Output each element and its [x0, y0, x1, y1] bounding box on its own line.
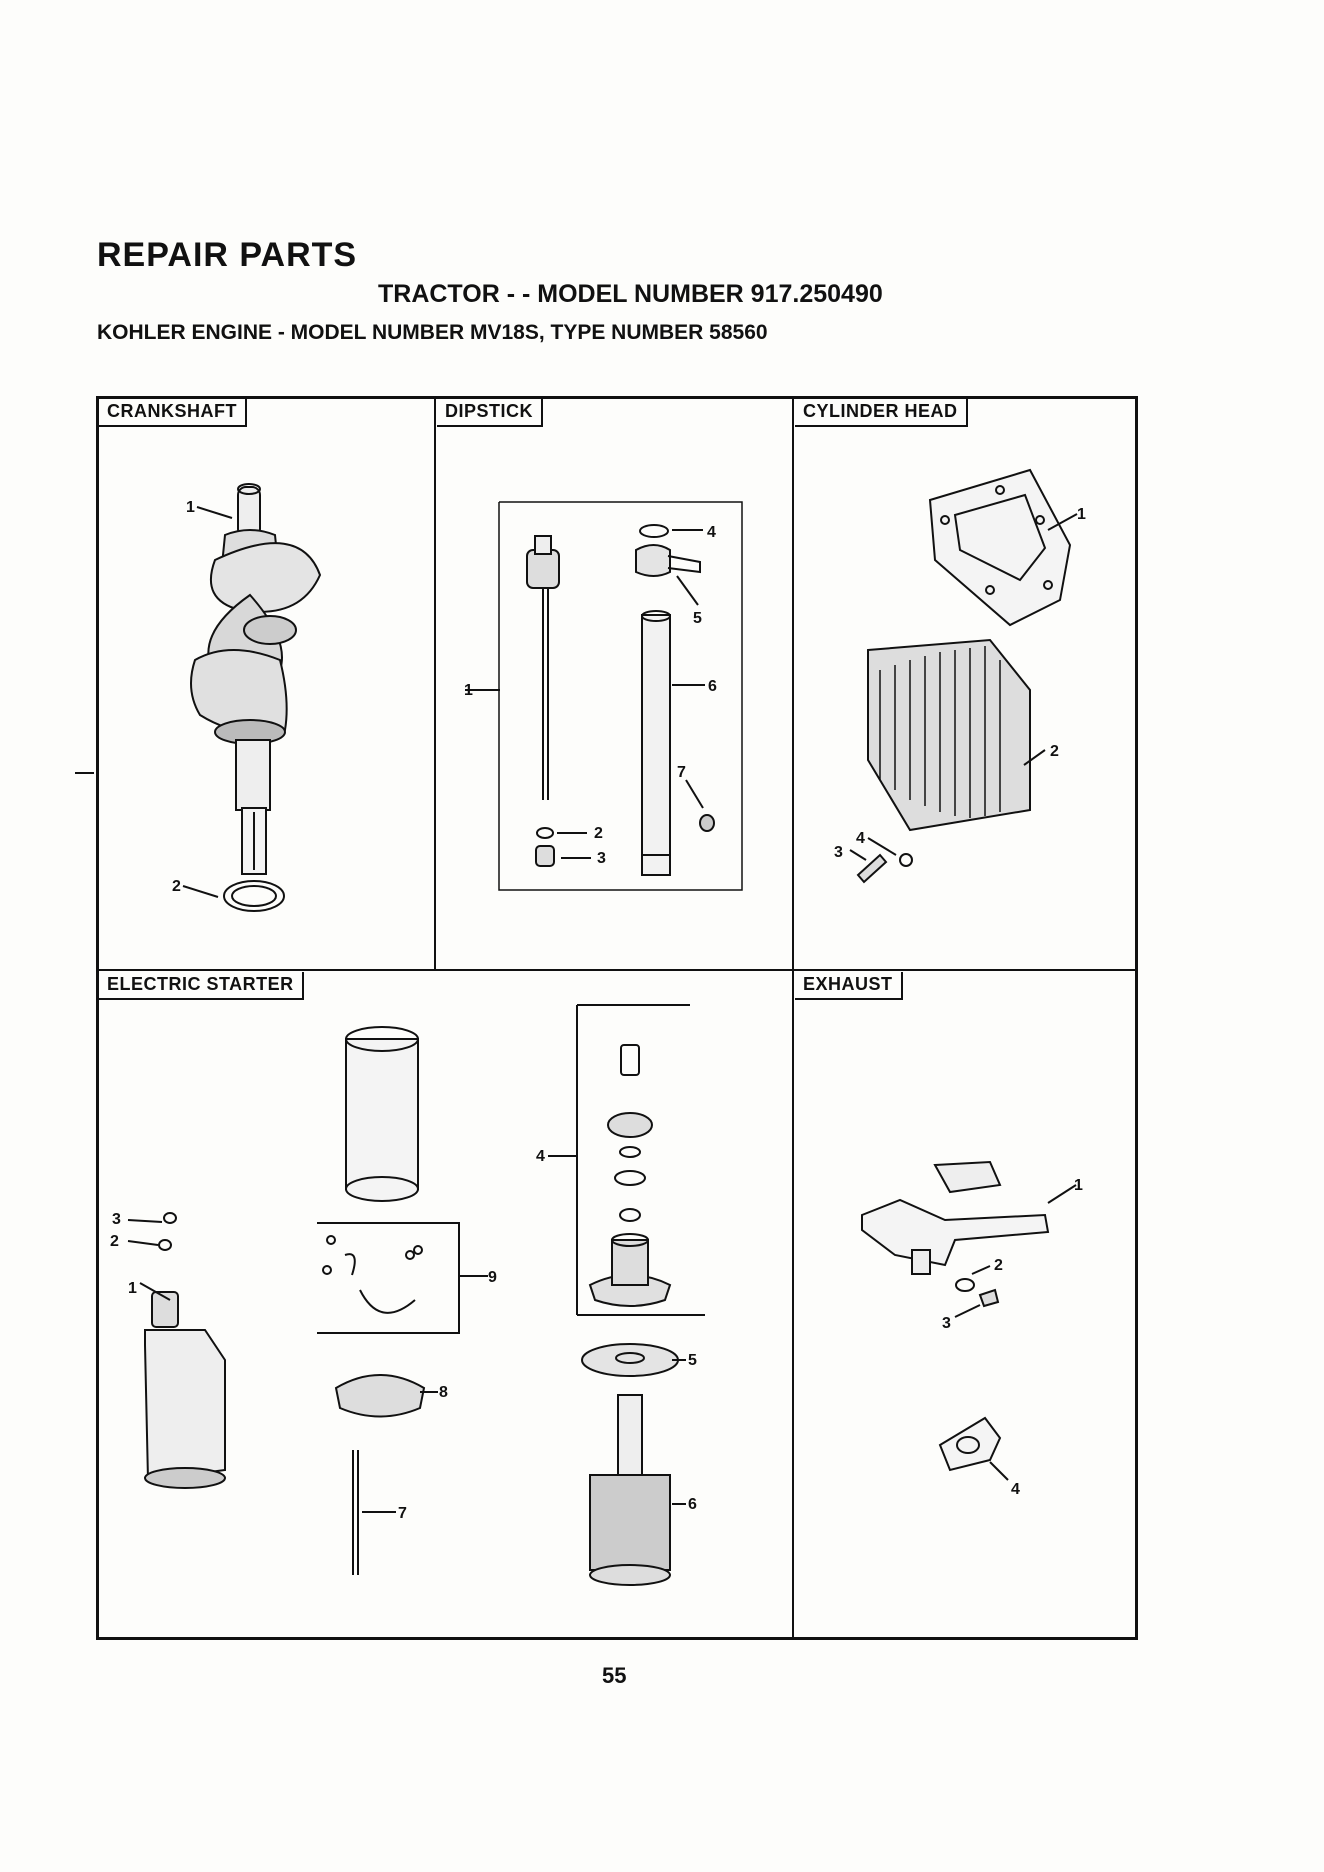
callout-label: 6	[688, 1496, 697, 1513]
callout-label: 4	[1011, 1481, 1020, 1498]
callout-label: 4	[536, 1148, 545, 1165]
callout-label: 7	[398, 1505, 407, 1522]
callout-label: 2	[594, 825, 603, 842]
callout-label: 2	[110, 1233, 119, 1250]
callout-label: 6	[708, 678, 717, 695]
crankshaft-drawing	[191, 484, 320, 911]
callout-label: 8	[439, 1384, 448, 1401]
callout-label: 2	[994, 1257, 1003, 1274]
cylinder-head-drawing	[858, 470, 1070, 882]
dipstick-drawing	[499, 502, 742, 890]
callout-label: 1	[464, 682, 473, 699]
callout-label: 1	[186, 499, 195, 516]
callout-label: 7	[677, 764, 686, 781]
callout-label: 1	[1074, 1177, 1083, 1194]
callout-label: 9	[488, 1269, 497, 1286]
electric-starter-drawing	[145, 1005, 705, 1585]
callout-label: 4	[707, 524, 716, 541]
page-number: 55	[602, 1663, 626, 1689]
callout-label: 3	[112, 1211, 121, 1228]
callout-label: 3	[597, 850, 606, 867]
callout-label: 1	[1077, 506, 1086, 523]
callout-label: 3	[942, 1315, 951, 1332]
callout-label: 2	[172, 878, 181, 895]
callout-label: 3	[834, 844, 843, 861]
callout-label: 2	[1050, 743, 1059, 760]
callout-label: 5	[693, 610, 702, 627]
callout-label: 5	[688, 1352, 697, 1369]
callout-label: 4	[856, 830, 865, 847]
callout-label: 1	[128, 1280, 137, 1297]
